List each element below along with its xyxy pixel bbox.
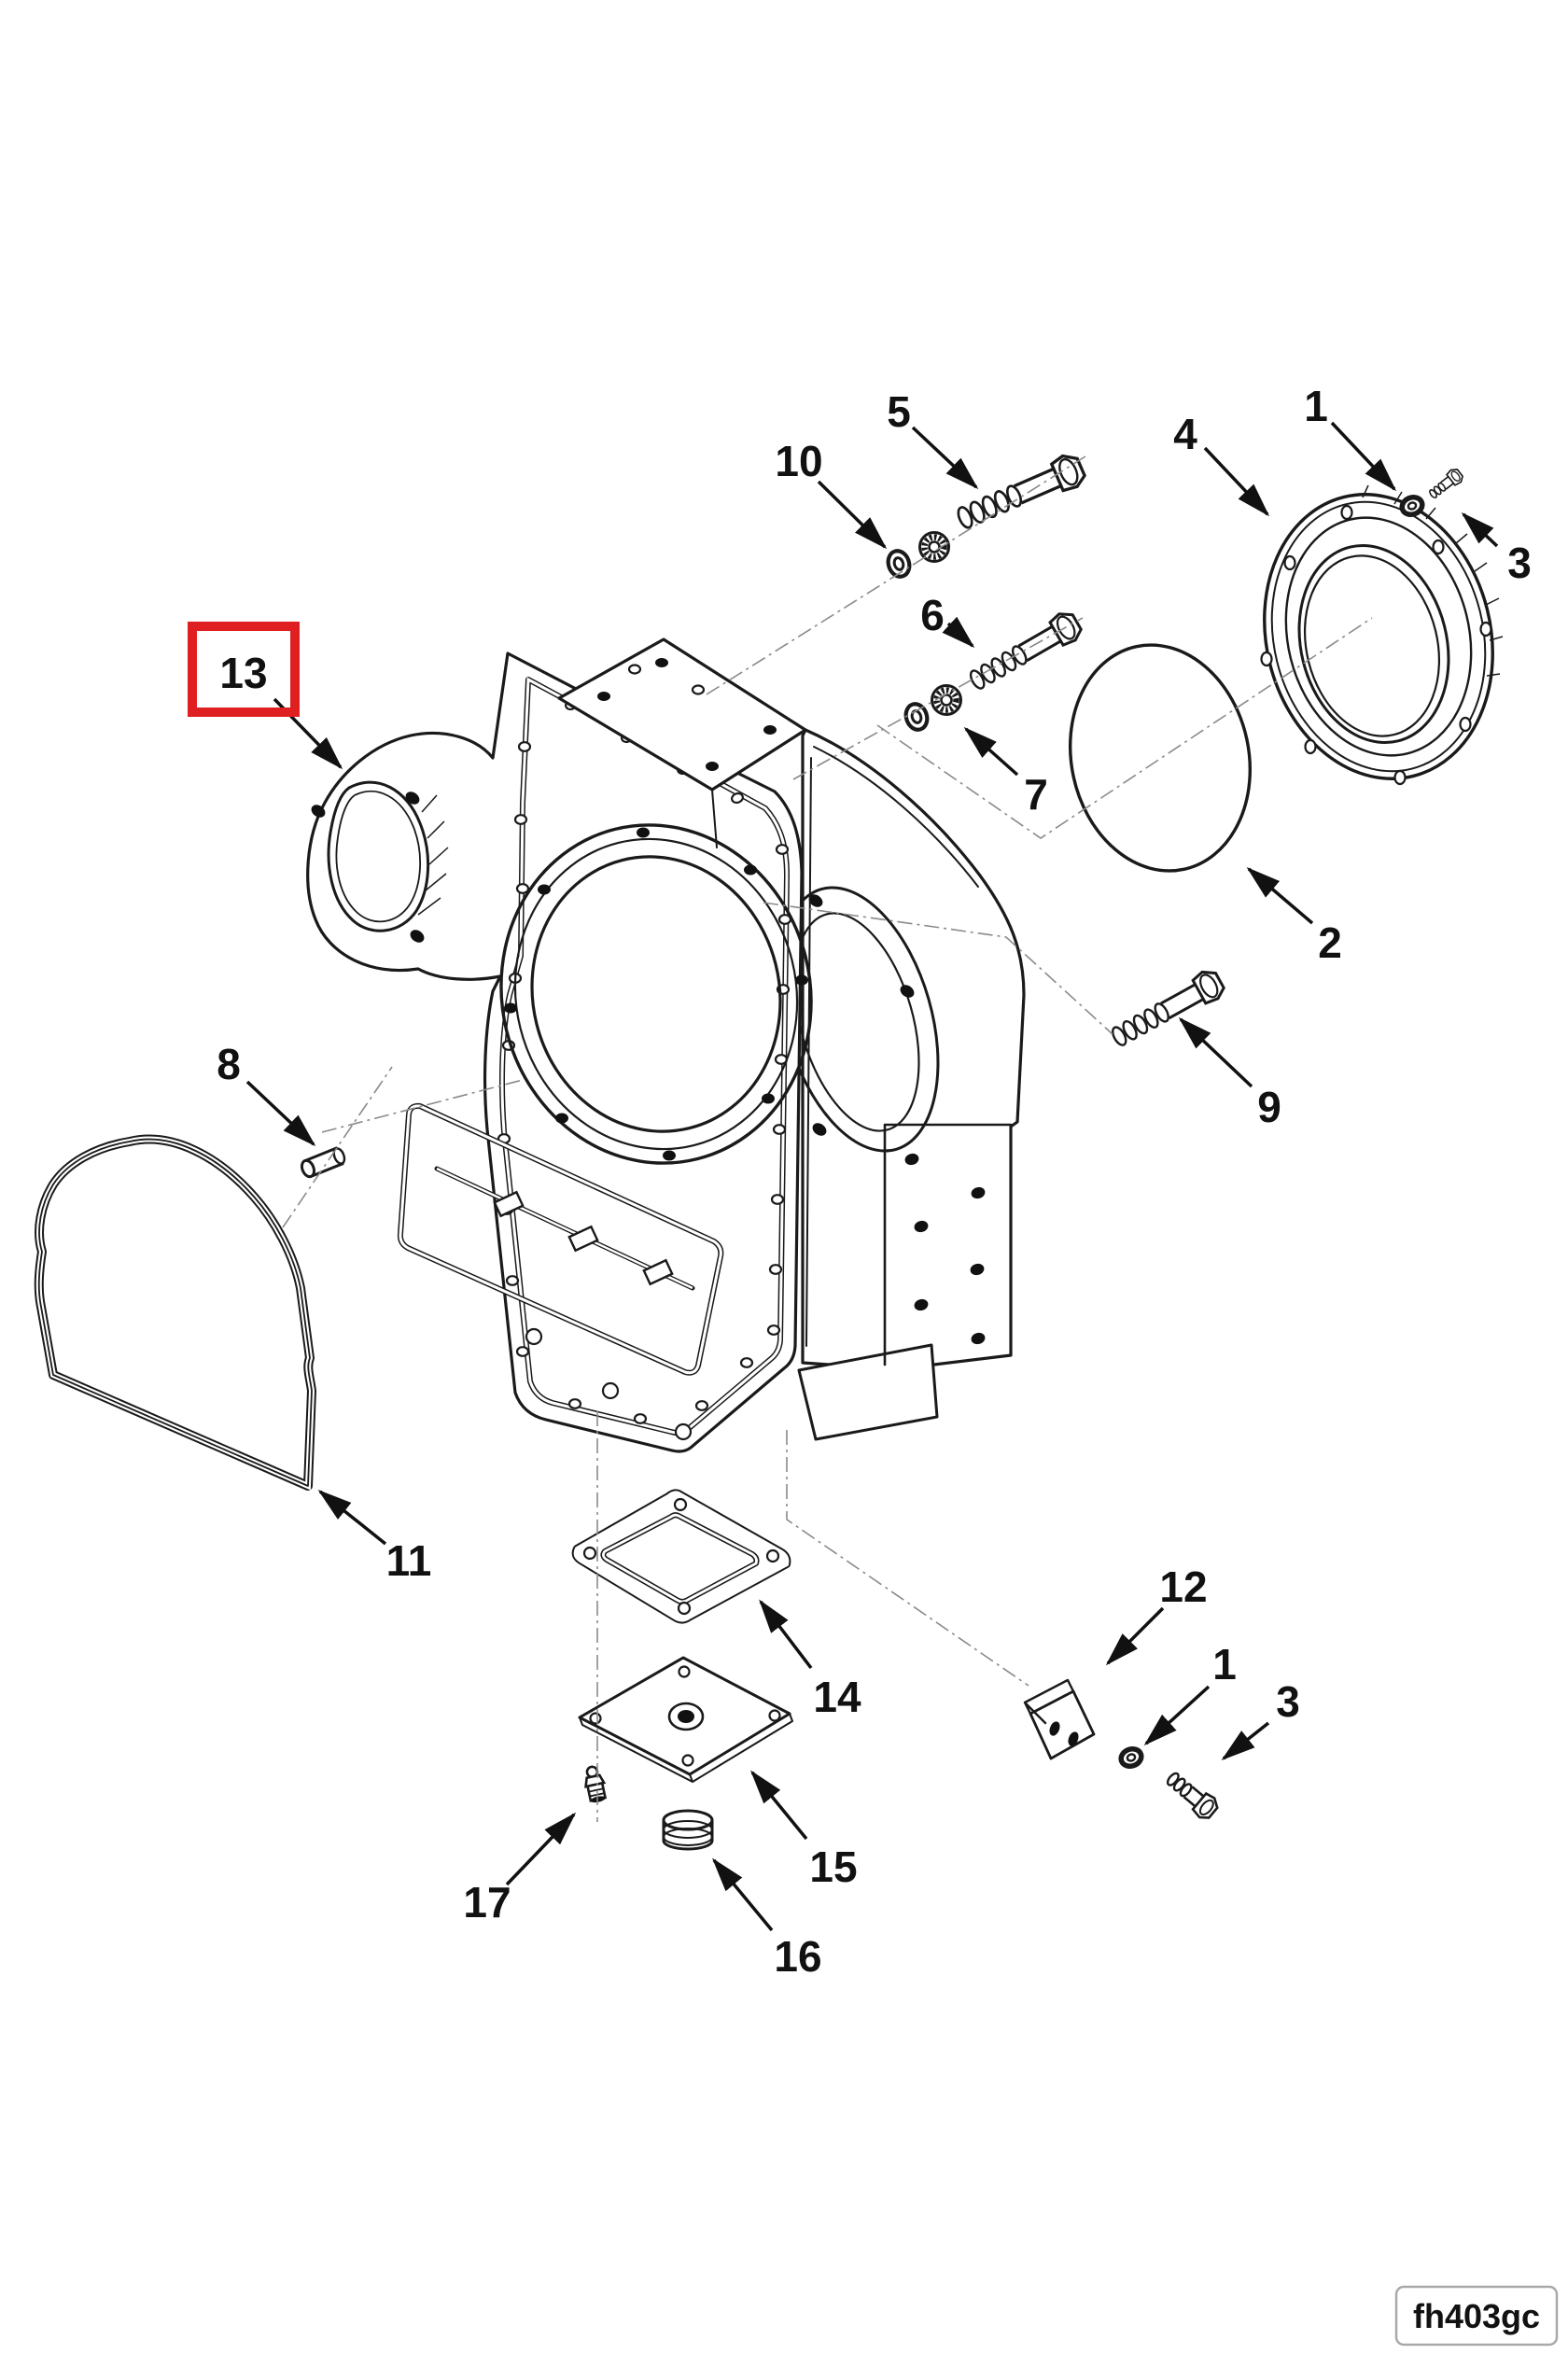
callout-3-bottom-label: 3: [1276, 1677, 1300, 1726]
callout-7-arrow: [963, 726, 1019, 777]
mounting-block-edges: [883, 1123, 1013, 1366]
dowel-pin-8: [300, 1146, 346, 1179]
washer-10: [885, 548, 913, 579]
gasket-outline: [499, 677, 790, 1436]
callout-8-arrow: [245, 1080, 316, 1147]
callout-1-top-label: 1: [1304, 382, 1328, 430]
callout-13-highlight-box[interactable]: [188, 622, 300, 717]
callout-9-label: 9: [1257, 1083, 1281, 1131]
callout-11-label: 11: [386, 1536, 432, 1585]
callout-labels: 5 10 6 7 4 1 3 2 9 8 11 14 15 16 17 12 1…: [217, 382, 1532, 1981]
callout-13-label[interactable]: 13: [219, 649, 267, 697]
callout-5-arrow: [911, 426, 979, 490]
nut-1-bottom: [1119, 1746, 1144, 1769]
housing-body-contour: [813, 746, 979, 888]
callout-15-arrow: [750, 1770, 808, 1841]
callout-16-arrow: [711, 1857, 774, 1932]
mounting-block-holes: [904, 1153, 986, 1345]
flange-gasket-13-face: [311, 780, 449, 943]
callout-14-arrow: [759, 1599, 813, 1670]
callout-17-arrow: [505, 1812, 577, 1886]
callout-5-label: 5: [887, 387, 911, 436]
round-cover-2: [1068, 643, 1253, 873]
callout-4-label: 4: [1173, 410, 1197, 458]
figure-code-box: fh403gc: [1394, 2285, 1559, 2347]
bolt-3-top: [1425, 466, 1466, 503]
plug-16: [662, 1809, 714, 1851]
alignment-lines: [282, 455, 1373, 1822]
callout-4-arrow: [1203, 446, 1270, 517]
bolt-5: [951, 449, 1089, 537]
bracket-12: [1023, 1678, 1096, 1760]
callout-1-top-arrow: [1330, 421, 1397, 492]
teardrop-opening: [327, 780, 430, 932]
callout-2-arrow: [1246, 866, 1314, 925]
front-plate-thickness-edge: [711, 757, 812, 1347]
central-bore: [499, 823, 813, 1165]
top-mounting-flange: [557, 638, 807, 792]
flywheel-housing-drawing: [306, 638, 1026, 1453]
housing-foot: [797, 1343, 939, 1441]
bolt-6: [963, 607, 1086, 697]
bolt-3-bottom: [1161, 1766, 1223, 1824]
cover-plate-15: [578, 1656, 793, 1783]
figure-code-label: fh403gc: [1413, 2297, 1540, 2335]
callout-14-label: 14: [813, 1673, 861, 1721]
callout-13-highlight[interactable]: 13: [188, 622, 300, 717]
inspection-window: [397, 1102, 724, 1376]
callout-1-bottom-label: 1: [1212, 1640, 1237, 1688]
callout-6-label: 6: [920, 591, 945, 639]
callout-9-arrow: [1178, 1016, 1253, 1088]
seal-ring-4: [1260, 484, 1504, 786]
callout-3-top-arrow: [1461, 511, 1499, 548]
bolt-9: [1105, 965, 1229, 1054]
housing-right-body: [801, 728, 1026, 1371]
callout-10-label: 10: [775, 437, 822, 485]
callout-1-bottom-arrow: [1143, 1685, 1211, 1746]
callout-2-label: 2: [1318, 918, 1342, 967]
callout-6-arrow: [942, 616, 975, 649]
callout-12-label: 12: [1159, 1562, 1207, 1611]
callout-3-top-label: 3: [1507, 539, 1532, 587]
cover-gasket-14: [571, 1489, 791, 1624]
callout-10-arrow: [817, 480, 888, 550]
arch-gasket-11: [34, 1134, 316, 1491]
callout-15-label: 15: [809, 1843, 857, 1891]
callout-16-label: 16: [774, 1932, 821, 1981]
callout-12-arrow: [1105, 1606, 1165, 1666]
fitting-17: [584, 1765, 608, 1803]
callout-17-label: 17: [463, 1878, 511, 1927]
callout-11-arrow: [317, 1490, 387, 1546]
callout-3-bottom-arrow: [1221, 1721, 1270, 1760]
callout-8-label: 8: [217, 1040, 241, 1088]
callout-7-label: 7: [1024, 770, 1048, 819]
